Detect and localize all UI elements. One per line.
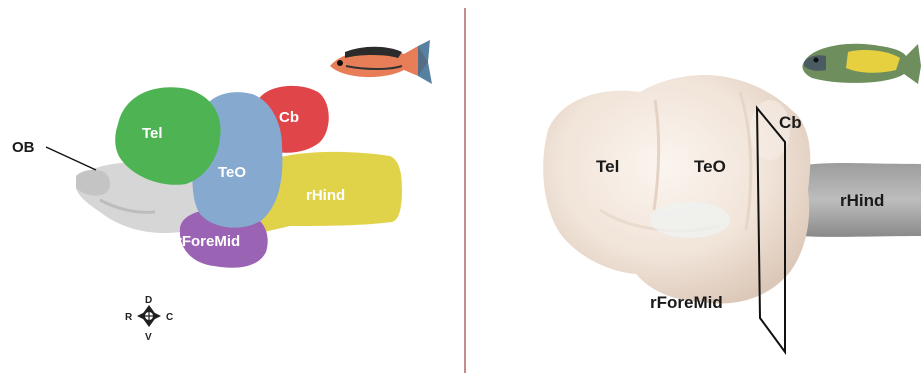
cichlid-fish-icon <box>330 40 432 84</box>
left-panel: OB Tel Cb TeO rHind rForeMid D V R C <box>12 40 432 343</box>
label-cb-right: Cb <box>779 113 802 132</box>
label-rhind-right: rHind <box>840 191 884 210</box>
label-tel-right: Tel <box>596 157 619 176</box>
brain-photo <box>543 75 810 304</box>
parrotfish-icon <box>802 44 921 84</box>
label-cb-left: Cb <box>279 109 299 126</box>
label-rforemid-right: rForeMid <box>650 293 723 312</box>
label-teo-left: TeO <box>218 164 246 181</box>
label-tel-left: Tel <box>142 125 163 142</box>
label-ob: OB <box>12 139 35 156</box>
label-rhind-left: rHind <box>306 187 345 204</box>
right-panel: Tel TeO Cb rHind rForeMid <box>543 44 921 352</box>
label-teo-right: TeO <box>694 157 726 176</box>
orientation-compass: D V R C <box>125 295 173 343</box>
compass-caudal: C <box>166 312 173 323</box>
label-rforemid-left: rForeMid <box>176 233 240 250</box>
ob-leader-line <box>46 147 96 170</box>
compass-ventral: V <box>145 332 152 343</box>
compass-rostral: R <box>125 312 133 323</box>
compass-dorsal: D <box>145 295 152 306</box>
